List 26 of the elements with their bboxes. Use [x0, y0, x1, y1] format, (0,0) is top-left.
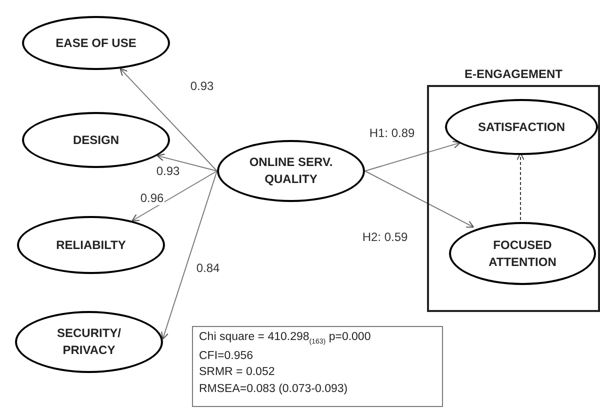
- edge-label: 0.93: [155, 164, 181, 178]
- fit-statistic: RMSEA=0.083 (0.073-0.093): [199, 382, 349, 396]
- edge-label: H1: 0.89: [368, 126, 416, 140]
- edge-label: H2: 0.59: [361, 230, 409, 244]
- fit-statistic: Chi square = 410.298$_{(163)}$ p=0.000: [199, 330, 372, 348]
- construct-ellipse: DESIGN: [22, 112, 170, 168]
- construct-ellipse: FOCUSED ATTENTION: [449, 222, 596, 285]
- fit-statistic: SRMR = 0.052: [199, 365, 276, 380]
- construct-ellipse: SECURITY/ PRIVACY: [15, 311, 163, 373]
- construct-ellipse: RELIABILTY: [17, 216, 165, 274]
- construct-ellipse: ONLINE SERV. QUALITY: [217, 140, 365, 202]
- edge-label: 0.96: [139, 191, 165, 205]
- arrow: [364, 140, 461, 172]
- construct-ellipse: EASE OF USE: [22, 16, 170, 70]
- construct-ellipse: SATISFACTION: [445, 99, 598, 155]
- edge-label: 0.93: [189, 79, 215, 93]
- fit-statistics-box: [192, 326, 443, 407]
- arrow: [120, 68, 218, 172]
- arrow: [132, 170, 218, 222]
- arrow: [160, 170, 218, 340]
- arrow: [364, 170, 474, 228]
- fit-statistic: CFI=0.956: [199, 349, 254, 364]
- arrow: [156, 154, 218, 172]
- dashed-arrow: [516, 152, 525, 220]
- edge-label: 0.84: [195, 261, 221, 275]
- group-heading: E-ENGAGEMENT: [463, 67, 564, 81]
